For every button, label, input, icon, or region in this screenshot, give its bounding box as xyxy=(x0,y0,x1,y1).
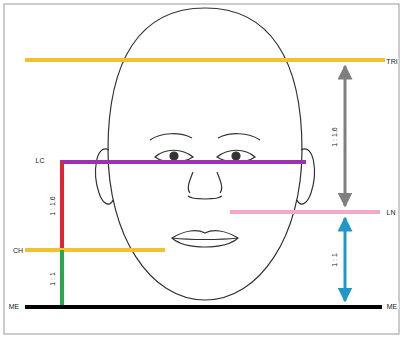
head-outline xyxy=(108,8,302,300)
ratio-label: 1 : 1 xyxy=(331,252,338,268)
landmark-label: CH xyxy=(12,247,24,254)
right-iris xyxy=(232,152,240,160)
trichion-line xyxy=(25,58,385,62)
ratio-label: 1 : 1.6 xyxy=(331,126,338,147)
ratio-label: 1 : 1 xyxy=(49,271,56,287)
lower-height-arrow xyxy=(344,218,347,301)
lips xyxy=(172,231,238,247)
right-ear xyxy=(297,149,314,204)
left-ear xyxy=(96,149,113,204)
upper-ratio-bar xyxy=(60,162,64,250)
lower-ratio-bar xyxy=(60,250,64,307)
landmark-label: TRI xyxy=(385,58,398,65)
nose-left xyxy=(188,172,193,193)
frame xyxy=(4,4,399,334)
lateral-canthus-line xyxy=(60,160,306,164)
left-iris xyxy=(170,152,178,160)
cheilion-line xyxy=(25,248,165,252)
landmark-label: ME xyxy=(386,303,399,310)
lip-line xyxy=(172,238,238,240)
nasal-line xyxy=(230,210,380,214)
nose-right xyxy=(217,172,222,193)
ratio-label: 1 : 1.6 xyxy=(49,195,56,216)
right-eyebrow xyxy=(218,134,260,140)
menton-line xyxy=(25,305,382,309)
landmark-label: LC xyxy=(35,157,46,164)
face-drawing xyxy=(96,8,315,300)
landmark-label: ME xyxy=(8,303,21,310)
landmark-label: LN xyxy=(386,209,397,216)
left-eyebrow xyxy=(150,134,192,140)
upper-height-arrow xyxy=(344,66,347,206)
nose-base xyxy=(188,196,222,199)
